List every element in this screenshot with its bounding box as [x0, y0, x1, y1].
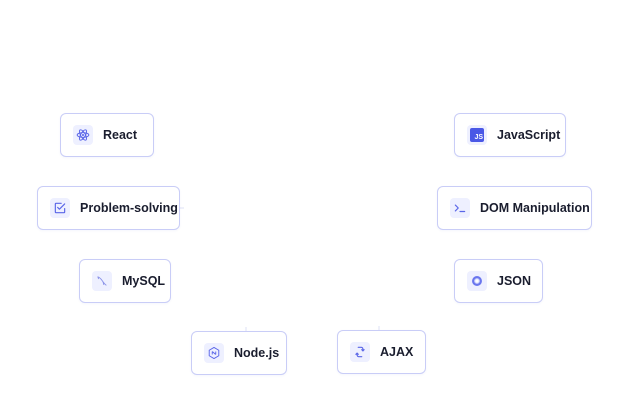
skill-chip-ajax[interactable]: AJAX [337, 330, 426, 374]
skill-label-react: React [103, 128, 138, 142]
skill-label-nodejs: Node.js [234, 346, 280, 360]
skill-chip-problem-solving[interactable]: Problem-solving [37, 186, 180, 230]
skill-chip-dom-manipulation[interactable]: DOM Manipulation [437, 186, 592, 230]
ring-icon [467, 271, 487, 291]
skill-label-dom-manipulation: DOM Manipulation [480, 201, 590, 215]
checkbox-edit-icon [50, 198, 70, 218]
js-badge-icon: JS [467, 125, 487, 145]
terminal-prompt-icon [450, 198, 470, 218]
skill-label-json: JSON [497, 274, 532, 288]
skill-chip-react[interactable]: React [60, 113, 154, 157]
skill-chip-mysql[interactable]: MySQL [79, 259, 171, 303]
skill-label-javascript: JavaScript [497, 128, 561, 142]
dolphin-icon [92, 271, 112, 291]
skill-label-mysql: MySQL [122, 274, 166, 288]
hexagon-icon [204, 343, 224, 363]
skill-chip-json[interactable]: JSON [454, 259, 543, 303]
skill-chip-nodejs[interactable]: Node.js [191, 331, 287, 375]
skill-label-problem-solving: Problem-solving [80, 201, 178, 215]
react-atom-icon [73, 125, 93, 145]
sync-arrows-icon [350, 342, 370, 362]
skill-chip-javascript[interactable]: JS JavaScript [454, 113, 566, 157]
skill-label-ajax: AJAX [380, 345, 414, 359]
